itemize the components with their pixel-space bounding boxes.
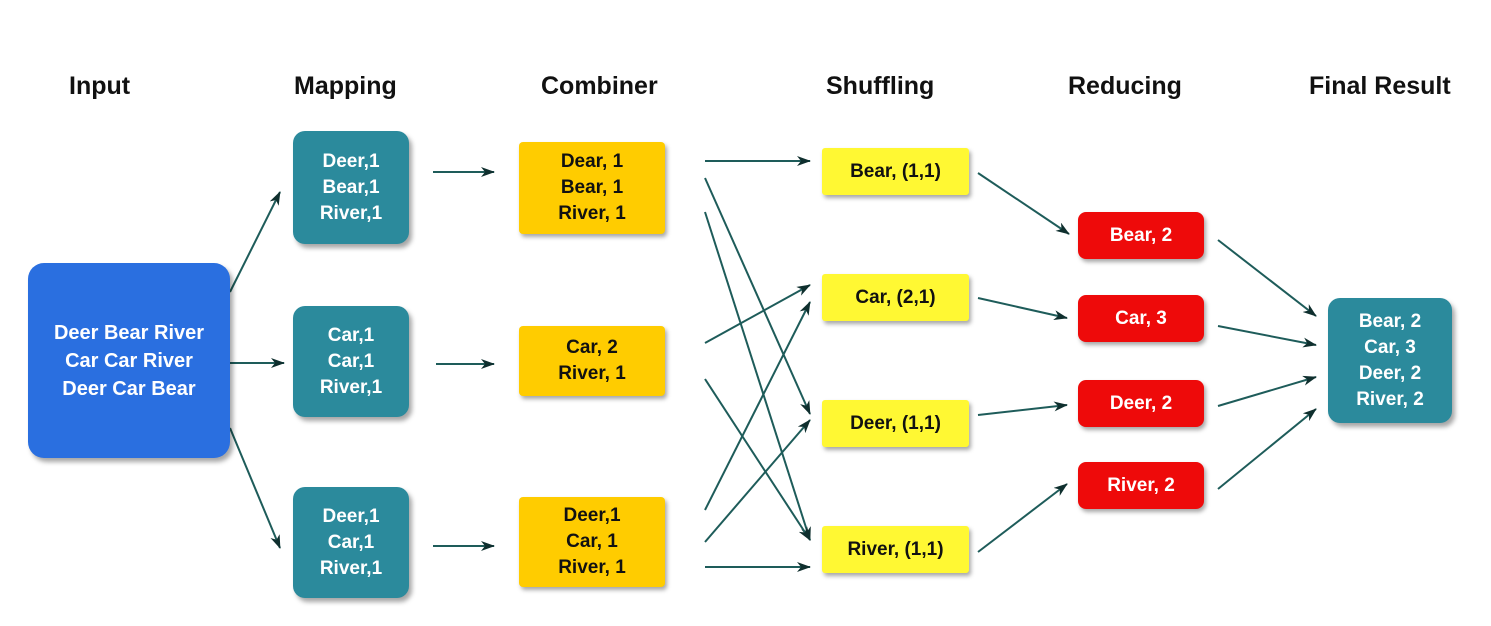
shuffle-entry: River, (1,1) xyxy=(847,538,944,560)
header-combiner: Combiner xyxy=(541,72,658,100)
mapping-entry: Bear,1 xyxy=(322,176,380,198)
arrow-comb1-river xyxy=(704,211,811,541)
arrow-input-map1 xyxy=(229,191,281,293)
reduce-box-bear: Bear, 2 xyxy=(1078,212,1204,259)
reduce-entry: River, 2 xyxy=(1107,474,1175,496)
combiner-box-1: Dear, 1 Bear, 1 River, 1 xyxy=(519,142,665,234)
combiner-entry: River, 1 xyxy=(558,203,626,224)
mapping-entry: River,1 xyxy=(319,557,383,579)
combiner-entry: Car, 1 xyxy=(566,531,618,552)
mapping-entry: Deer,1 xyxy=(322,505,380,527)
mapping-entry: Car,1 xyxy=(327,350,375,372)
reduce-entry: Car, 3 xyxy=(1115,307,1167,329)
reduce-entry: Bear, 2 xyxy=(1109,224,1173,246)
header-input: Input xyxy=(69,72,131,100)
arrow-comb3-car xyxy=(704,301,811,511)
input-line: Car Car River xyxy=(65,349,193,372)
combiner-box-3: Deer,1 Car, 1 River, 1 xyxy=(519,497,665,587)
arrow-comb2-river xyxy=(704,378,811,541)
combiner-entry: River, 1 xyxy=(558,557,626,578)
mapping-box-3: Deer,1 Car,1 River,1 xyxy=(293,487,409,598)
shuffle-box-river: River, (1,1) xyxy=(822,526,969,573)
mapping-entry: Deer,1 xyxy=(322,150,380,172)
reduce-entry: Deer, 2 xyxy=(1109,392,1173,414)
input-box: Deer Bear River Car Car River Deer Car B… xyxy=(28,263,230,458)
shuffle-box-bear: Bear, (1,1) xyxy=(822,148,969,195)
arrow-bear-reduce xyxy=(977,172,1070,235)
header-reducing: Reducing xyxy=(1068,72,1182,100)
final-result-box: Bear, 2 Car, 3 Deer, 2 River, 2 xyxy=(1328,298,1452,423)
combiner-box-2: Car, 2 River, 1 xyxy=(519,326,665,396)
header-mapping: Mapping xyxy=(294,72,397,100)
arrow-bear-final xyxy=(1217,239,1317,317)
header-shuffling: Shuffling xyxy=(826,72,935,100)
combiner-entry: Car, 2 xyxy=(566,337,618,358)
header-final-result: Final Result xyxy=(1309,72,1451,100)
arrow-comb2-car xyxy=(704,284,811,344)
reduce-box-river: River, 2 xyxy=(1078,462,1204,509)
mapping-entry: Car,1 xyxy=(327,324,375,346)
mapping-box-1: Deer,1 Bear,1 River,1 xyxy=(293,131,409,244)
final-entry: Bear, 2 xyxy=(1358,310,1422,332)
shuffle-entry: Deer, (1,1) xyxy=(850,412,941,434)
combiner-entry: Bear, 1 xyxy=(560,177,624,198)
combiner-entry: Dear, 1 xyxy=(560,151,624,172)
arrow-river-final xyxy=(1217,408,1317,490)
combiner-entry: Deer,1 xyxy=(563,505,621,526)
arrow-car-final xyxy=(1217,325,1317,348)
input-line: Deer Car Bear xyxy=(62,377,196,400)
combiner-entry: River, 1 xyxy=(558,363,626,384)
arrow-car-reduce xyxy=(977,297,1068,321)
arrow-comb3-deer xyxy=(704,419,811,543)
arrow-river-reduce xyxy=(977,483,1068,553)
shuffle-box-deer: Deer, (1,1) xyxy=(822,400,969,447)
shuffle-entry: Car, (2,1) xyxy=(855,286,936,308)
mapping-entry: Car,1 xyxy=(327,531,375,553)
mapping-entry: River,1 xyxy=(319,376,383,398)
arrow-deer-final xyxy=(1217,375,1317,407)
mapping-box-2: Car,1 Car,1 River,1 xyxy=(293,306,409,417)
arrow-deer-reduce xyxy=(977,401,1068,416)
shuffle-box-car: Car, (2,1) xyxy=(822,274,969,321)
shuffle-entry: Bear, (1,1) xyxy=(850,160,941,182)
reduce-box-deer: Deer, 2 xyxy=(1078,380,1204,427)
final-entry: Car, 3 xyxy=(1364,336,1416,358)
reduce-box-car: Car, 3 xyxy=(1078,295,1204,342)
arrow-input-map3 xyxy=(229,427,281,549)
arrow-comb1-deer xyxy=(704,177,811,415)
final-entry: River, 2 xyxy=(1356,388,1424,410)
final-entry: Deer, 2 xyxy=(1358,362,1422,384)
mapping-entry: River,1 xyxy=(319,202,383,224)
input-line: Deer Bear River xyxy=(53,321,205,344)
